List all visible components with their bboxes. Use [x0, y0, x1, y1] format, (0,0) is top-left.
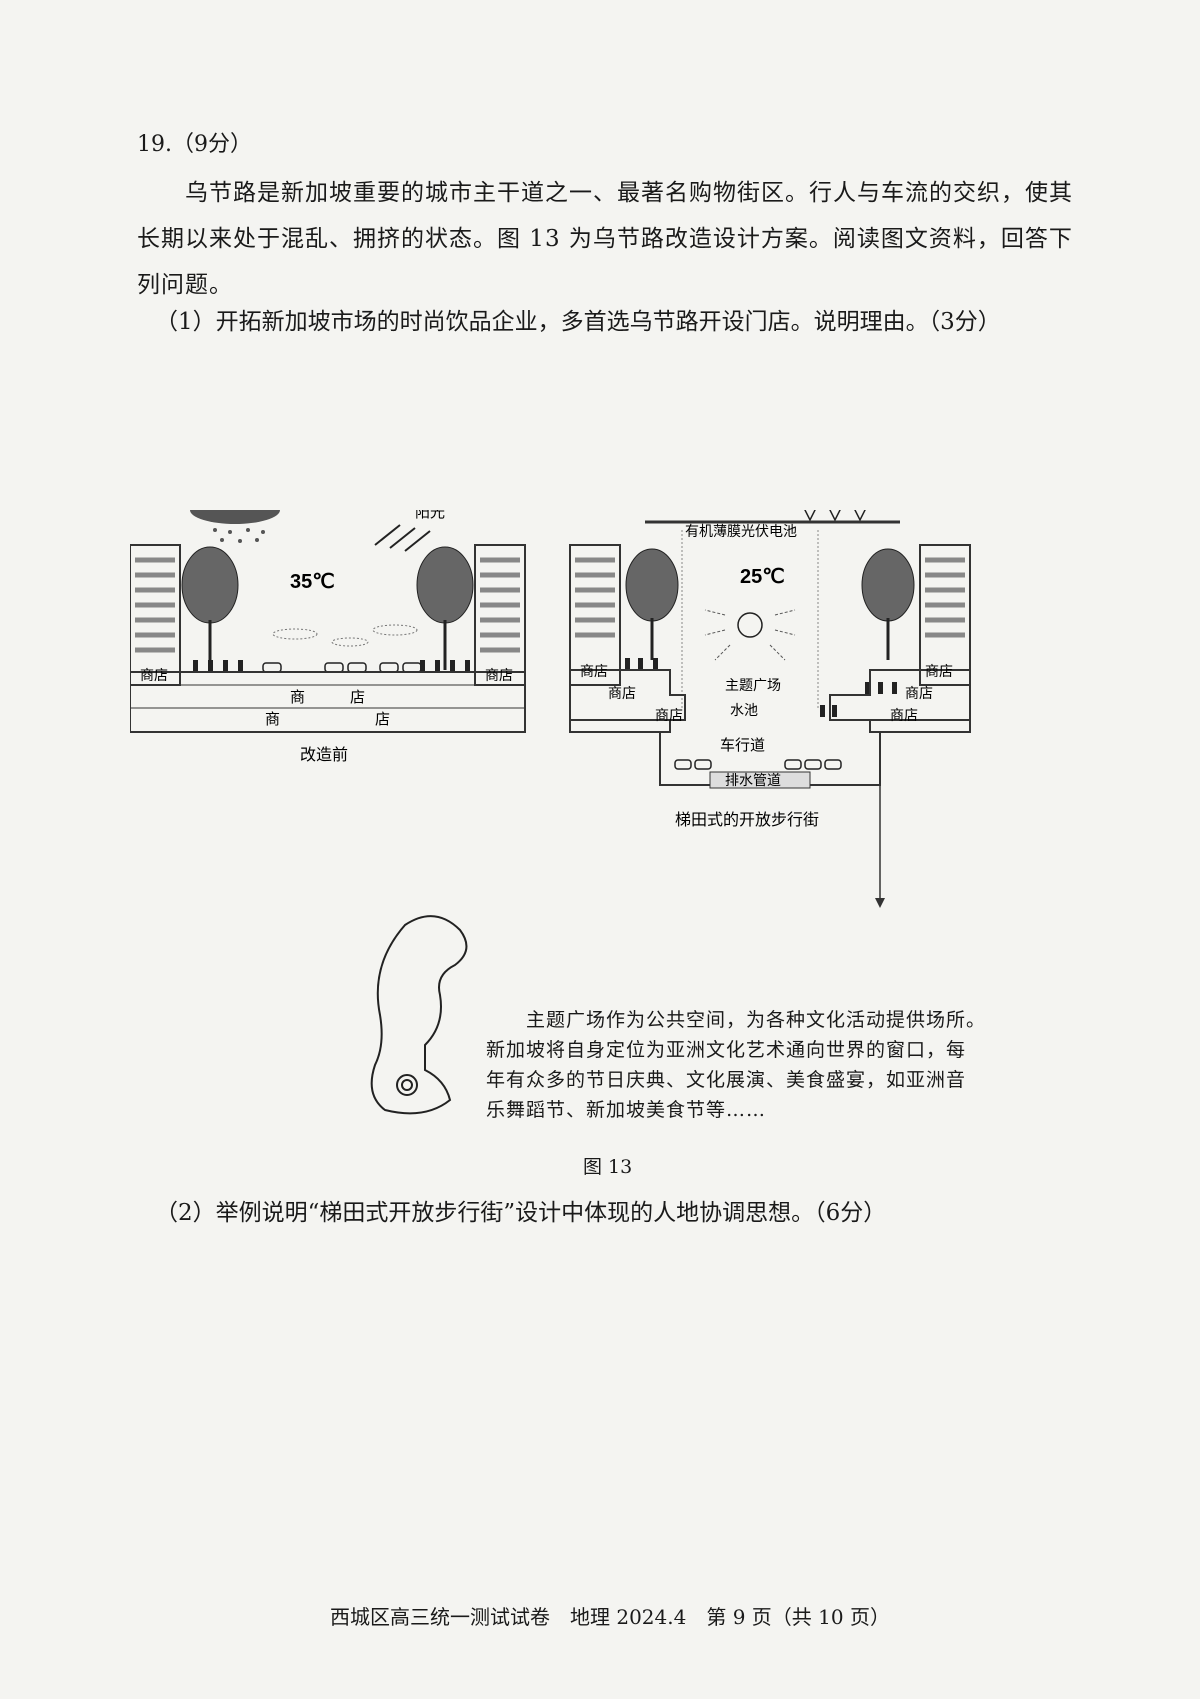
tree-icon [861, 548, 915, 660]
after-diagram: 阳光 有机薄膜光伏电池 25℃ [569, 510, 971, 908]
after-shop-l1: 商店 [580, 663, 608, 679]
callout-line-4: 乐舞蹈节、新加坡美食节等…… [486, 1099, 767, 1121]
after-title: 梯田式的开放步行街 [675, 811, 819, 829]
after-drain: 排水管道 [725, 772, 781, 788]
before-shop-right: 商店 [485, 667, 513, 683]
after-pool: 水池 [730, 702, 758, 718]
fan-icon [737, 612, 763, 638]
before-ground [130, 671, 526, 733]
car-icons [262, 662, 422, 673]
terrace-levels [569, 669, 971, 733]
car-icons [674, 759, 842, 770]
callout-line-2: 新加坡将自身定位为亚洲文化艺术通向世界的窗口，每 [486, 1039, 967, 1061]
after-shop-l3: 商店 [655, 707, 683, 723]
pedestrians [625, 658, 897, 717]
before-diagram: 阳光 35℃ [130, 510, 526, 764]
figure-13-diagram: 阳光 35℃ [130, 510, 971, 908]
before-building-right [474, 544, 526, 686]
rain-cloud-icon [190, 510, 280, 524]
before-shop-mid2-a: 商 [265, 711, 280, 728]
before-shop-left: 商店 [140, 667, 168, 683]
tree-icon [625, 548, 679, 660]
exhaust-clouds [272, 624, 418, 647]
before-shop-mid1-a: 商 [290, 689, 305, 706]
sunlight-reflection-arrows [804, 510, 866, 522]
tree-icon [181, 546, 239, 670]
merlion-icon [370, 915, 468, 1115]
tree-icon [416, 546, 474, 670]
before-temperature: 35℃ [290, 571, 335, 593]
question-intro: 乌节路是新加坡重要的城市主干道之一、最著名购物街区。行人与车流的交织，使其长期以… [137, 180, 1073, 298]
after-shop-l2: 商店 [608, 685, 636, 701]
after-building-right [919, 544, 971, 686]
after-building-left [569, 544, 621, 686]
page-footer: 西城区高三统一测试试卷 地理 2024.4 第 9 页（共 10 页） [330, 1605, 890, 1629]
before-sunlight-label: 阳光 [415, 510, 445, 521]
before-title: 改造前 [300, 746, 348, 764]
after-temperature: 25℃ [740, 566, 785, 588]
plaza-callout-text: 主题广场作为公共空间，为各种文化活动提供场所。 新加坡将自身定位为亚洲文化艺术通… [486, 1005, 1066, 1125]
pedestrians [193, 660, 470, 672]
after-pv-label: 有机薄膜光伏电池 [685, 523, 797, 539]
before-shop-mid1-b: 店 [350, 689, 365, 706]
after-shop-r1: 商店 [925, 663, 953, 679]
figure-caption: 图 13 [583, 1156, 633, 1178]
before-building-left [130, 544, 181, 686]
rain-drops [213, 528, 265, 543]
before-shop-mid2-b: 店 [375, 711, 390, 728]
sub-question-2: （2）举例说明“梯田式开放步行街”设计中体现的人地协调思想。（6分） [155, 1200, 887, 1226]
after-shop-r2: 商店 [905, 685, 933, 701]
airflow-lines [704, 609, 796, 661]
question-number: 19.（9分） [137, 132, 252, 157]
drain-pipe [709, 771, 811, 789]
callout-line-1: 主题广场作为公共空间，为各种文化活动提供场所。 [526, 1009, 987, 1031]
after-plaza: 主题广场 [725, 677, 781, 693]
sub-question-1: （1）开拓新加坡市场的时尚饮品企业，多首选乌节路开设门店。说明理由。（3分） [155, 309, 1001, 335]
after-road: 车行道 [720, 737, 765, 754]
callout-line-3: 年有众多的节日庆典、文化展演、美食盛宴，如亚洲音 [486, 1069, 967, 1091]
after-shop-r3: 商店 [890, 707, 918, 723]
sunlight-arrows [374, 524, 431, 552]
